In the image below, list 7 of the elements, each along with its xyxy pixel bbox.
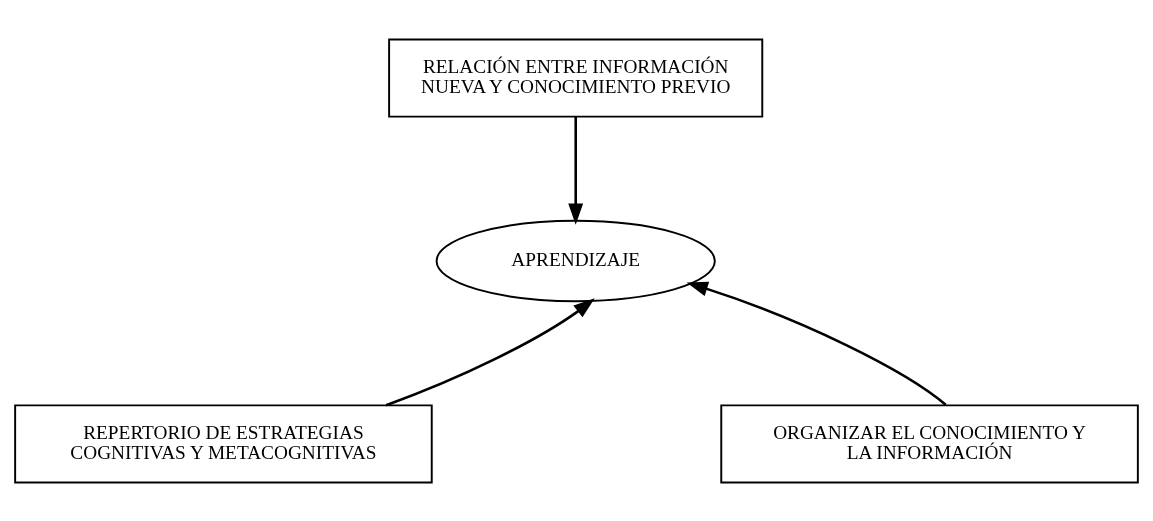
arrow [568,116,584,225]
arrow [686,281,947,406]
arrow [385,297,595,406]
node-box: REPERTORIO DE ESTRATEGIAS COGNITIVAS Y METACOGNITIVAS [14,403,433,484]
node-ellipse: APRENDIZAJE [435,219,716,302]
node-box: ORGANIZAR EL CONOCIMIENTO Y LA INFORMACIÓN [720,403,1139,484]
node-box: RELACIÓN ENTRE INFORMACIÓN NUEVA Y CONOCIMIENTO PREVIO [388,37,764,118]
